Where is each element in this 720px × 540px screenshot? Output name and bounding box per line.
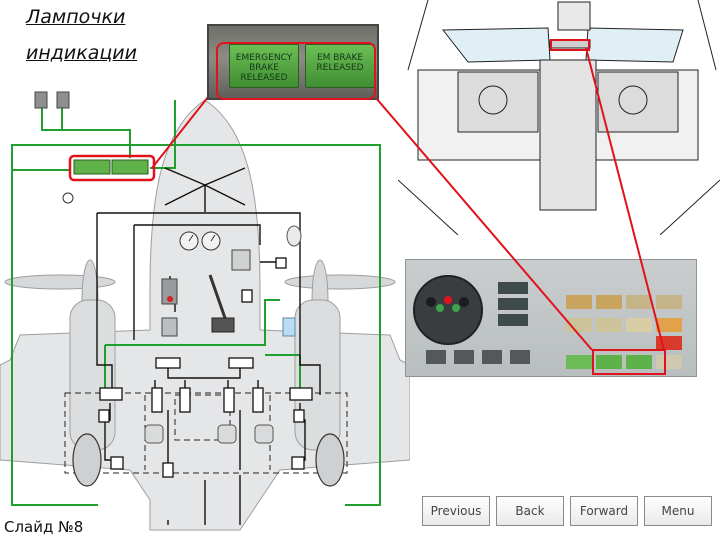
- accumulator: [282, 317, 296, 337]
- valves: [98, 257, 313, 478]
- brake-valve-box: [161, 317, 178, 337]
- slide-number: Слайд №8: [4, 518, 84, 536]
- red-indicator: [167, 296, 173, 302]
- pressure-gauges: [179, 231, 221, 251]
- schematic-lamps-highlight: [68, 154, 156, 182]
- menu-button[interactable]: Menu: [644, 496, 712, 526]
- dashed-boundaries: [64, 392, 348, 474]
- forward-button[interactable]: Forward: [570, 496, 638, 526]
- brake-switch-right: [56, 91, 70, 109]
- panel-details: [413, 275, 682, 375]
- zoom-lamp-1: EMERGENCY BRAKE RELEASED: [229, 44, 299, 88]
- right-nacelle: [294, 299, 341, 451]
- brake-switch-left: [34, 91, 48, 109]
- zoom-lamp-2: EM BRAKE RELEASED: [305, 44, 375, 88]
- indicator-lamps-closeup: EMERGENCY BRAKE RELEASED EM BRAKE RELEAS…: [207, 24, 379, 100]
- back-button[interactable]: Back: [496, 496, 564, 526]
- hydraulic-lines: [11, 100, 381, 506]
- pump-unit: [231, 249, 251, 271]
- slide-title-line2: индикации: [26, 42, 138, 64]
- cockpit-overview: [398, 0, 720, 235]
- parking-brake-lever: [208, 274, 227, 319]
- brake-control-panel-photo: [405, 259, 697, 377]
- reservoir: [286, 225, 302, 247]
- pressure-sensor-icon: [62, 192, 74, 204]
- schematic-lamp-1: [73, 159, 111, 175]
- left-nacelle: [69, 299, 116, 451]
- schematic-to-zoom-line: [151, 91, 213, 169]
- parking-brake-base: [211, 317, 235, 333]
- emergency-brake-handle-box: [161, 278, 178, 305]
- aircraft-brake-schematic: [0, 91, 410, 531]
- previous-button[interactable]: Previous: [422, 496, 490, 526]
- slide-title-line1: Лампочки: [26, 6, 126, 28]
- main-gear-wheels: [72, 433, 345, 487]
- aircraft-silhouette: [0, 99, 410, 531]
- schematic-lamp-2: [111, 159, 149, 175]
- zoom-highlight: [216, 42, 376, 100]
- brake-units: [144, 424, 274, 444]
